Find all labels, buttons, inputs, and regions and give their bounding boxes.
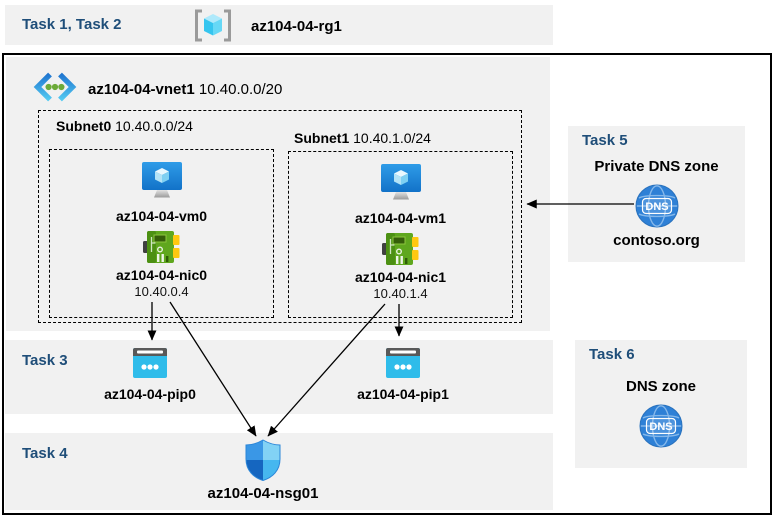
vm-name: az104-04-vm0 [115,208,208,224]
virtual-machine-icon [141,162,182,198]
svg-text:DNS: DNS [649,421,672,433]
shield-icon [245,439,281,481]
task6-box: Task 6 DNS zone DNS [575,340,747,468]
subnet1-box: az104-04-vm1 az104-04-nic1 10.40.1.4 [288,151,513,318]
task4-label: Task 4 [22,445,68,462]
nsg-name: az104-04-nsg01 [207,485,319,502]
task4-band: Task 4 az104-04-nsg01 [5,433,553,510]
pip1-group: az104-04-pip1 [333,348,473,402]
nic-name: az104-04-nic0 [115,267,208,283]
nic-icon [381,233,418,265]
resource-group-name: az104-04-rg1 [251,18,342,35]
virtual-machine-icon [380,164,421,200]
subnet1-name: Subnet1 [294,130,350,146]
nic-ip: 10.40.1.4 [373,286,428,301]
subnet0-cidr: 10.40.0.0/24 [115,118,193,134]
vnet-cidr: 10.40.0.0/20 [198,81,283,98]
task5-label: Task 5 [582,132,628,149]
subnet0-label: Subnet0 10.40.0.0/24 [56,118,193,134]
private-dns-zone-name: contoso.org [613,232,700,249]
task1-task2-band: Task 1, Task 2 az104-04-rg1 [5,5,553,45]
public-ip-icon [386,348,420,378]
subnet1-label: Subnet1 10.40.1.0/24 [294,130,431,146]
resource-group-icon [195,9,231,42]
dns-globe-icon: DNS [639,404,683,448]
private-dns-zone-title: Private DNS zone [594,158,719,175]
subnet0-name: Subnet0 [56,118,112,134]
nic-name: az104-04-nic1 [354,269,447,285]
subnet0-box: az104-04-vm0 az104-04-nic0 10.40.0.4 [49,149,274,318]
subnet1-cidr: 10.40.1.0/24 [353,130,431,146]
nsg-group: az104-04-nsg01 [193,439,333,502]
pip1-name: az104-04-pip1 [357,386,449,402]
vm-name: az104-04-vm1 [354,210,447,226]
pip0-name: az104-04-pip0 [104,386,196,402]
nic-icon [142,231,179,263]
virtual-network-icon [33,72,77,102]
dns-globe-icon: DNS [635,184,678,228]
subnets-boundary: Subnet0 10.40.0.0/24 az104-04-vm0 [38,110,522,323]
public-ip-icon [133,348,167,378]
task6-label: Task 6 [589,346,635,363]
task5-box: Task 5 Private DNS zone DNS contoso.org [568,126,745,262]
task1-task2-label: Task 1, Task 2 [22,16,122,33]
vnet-container: az104-04-vnet1 10.40.0.0/20 Subnet0 10.4… [6,57,550,331]
task3-band: Task 3 az104-04-pip0 [5,340,553,414]
pip0-group: az104-04-pip0 [80,348,220,402]
task3-label: Task 3 [22,352,68,369]
diagram-frame [2,53,772,515]
vnet-title: az104-04-vnet1 10.40.0.0/20 [88,81,282,98]
dns-zone-title: DNS zone [625,378,696,395]
svg-text:DNS: DNS [645,201,668,213]
vnet-name: az104-04-vnet1 [88,81,195,98]
nic-ip: 10.40.0.4 [134,284,189,299]
